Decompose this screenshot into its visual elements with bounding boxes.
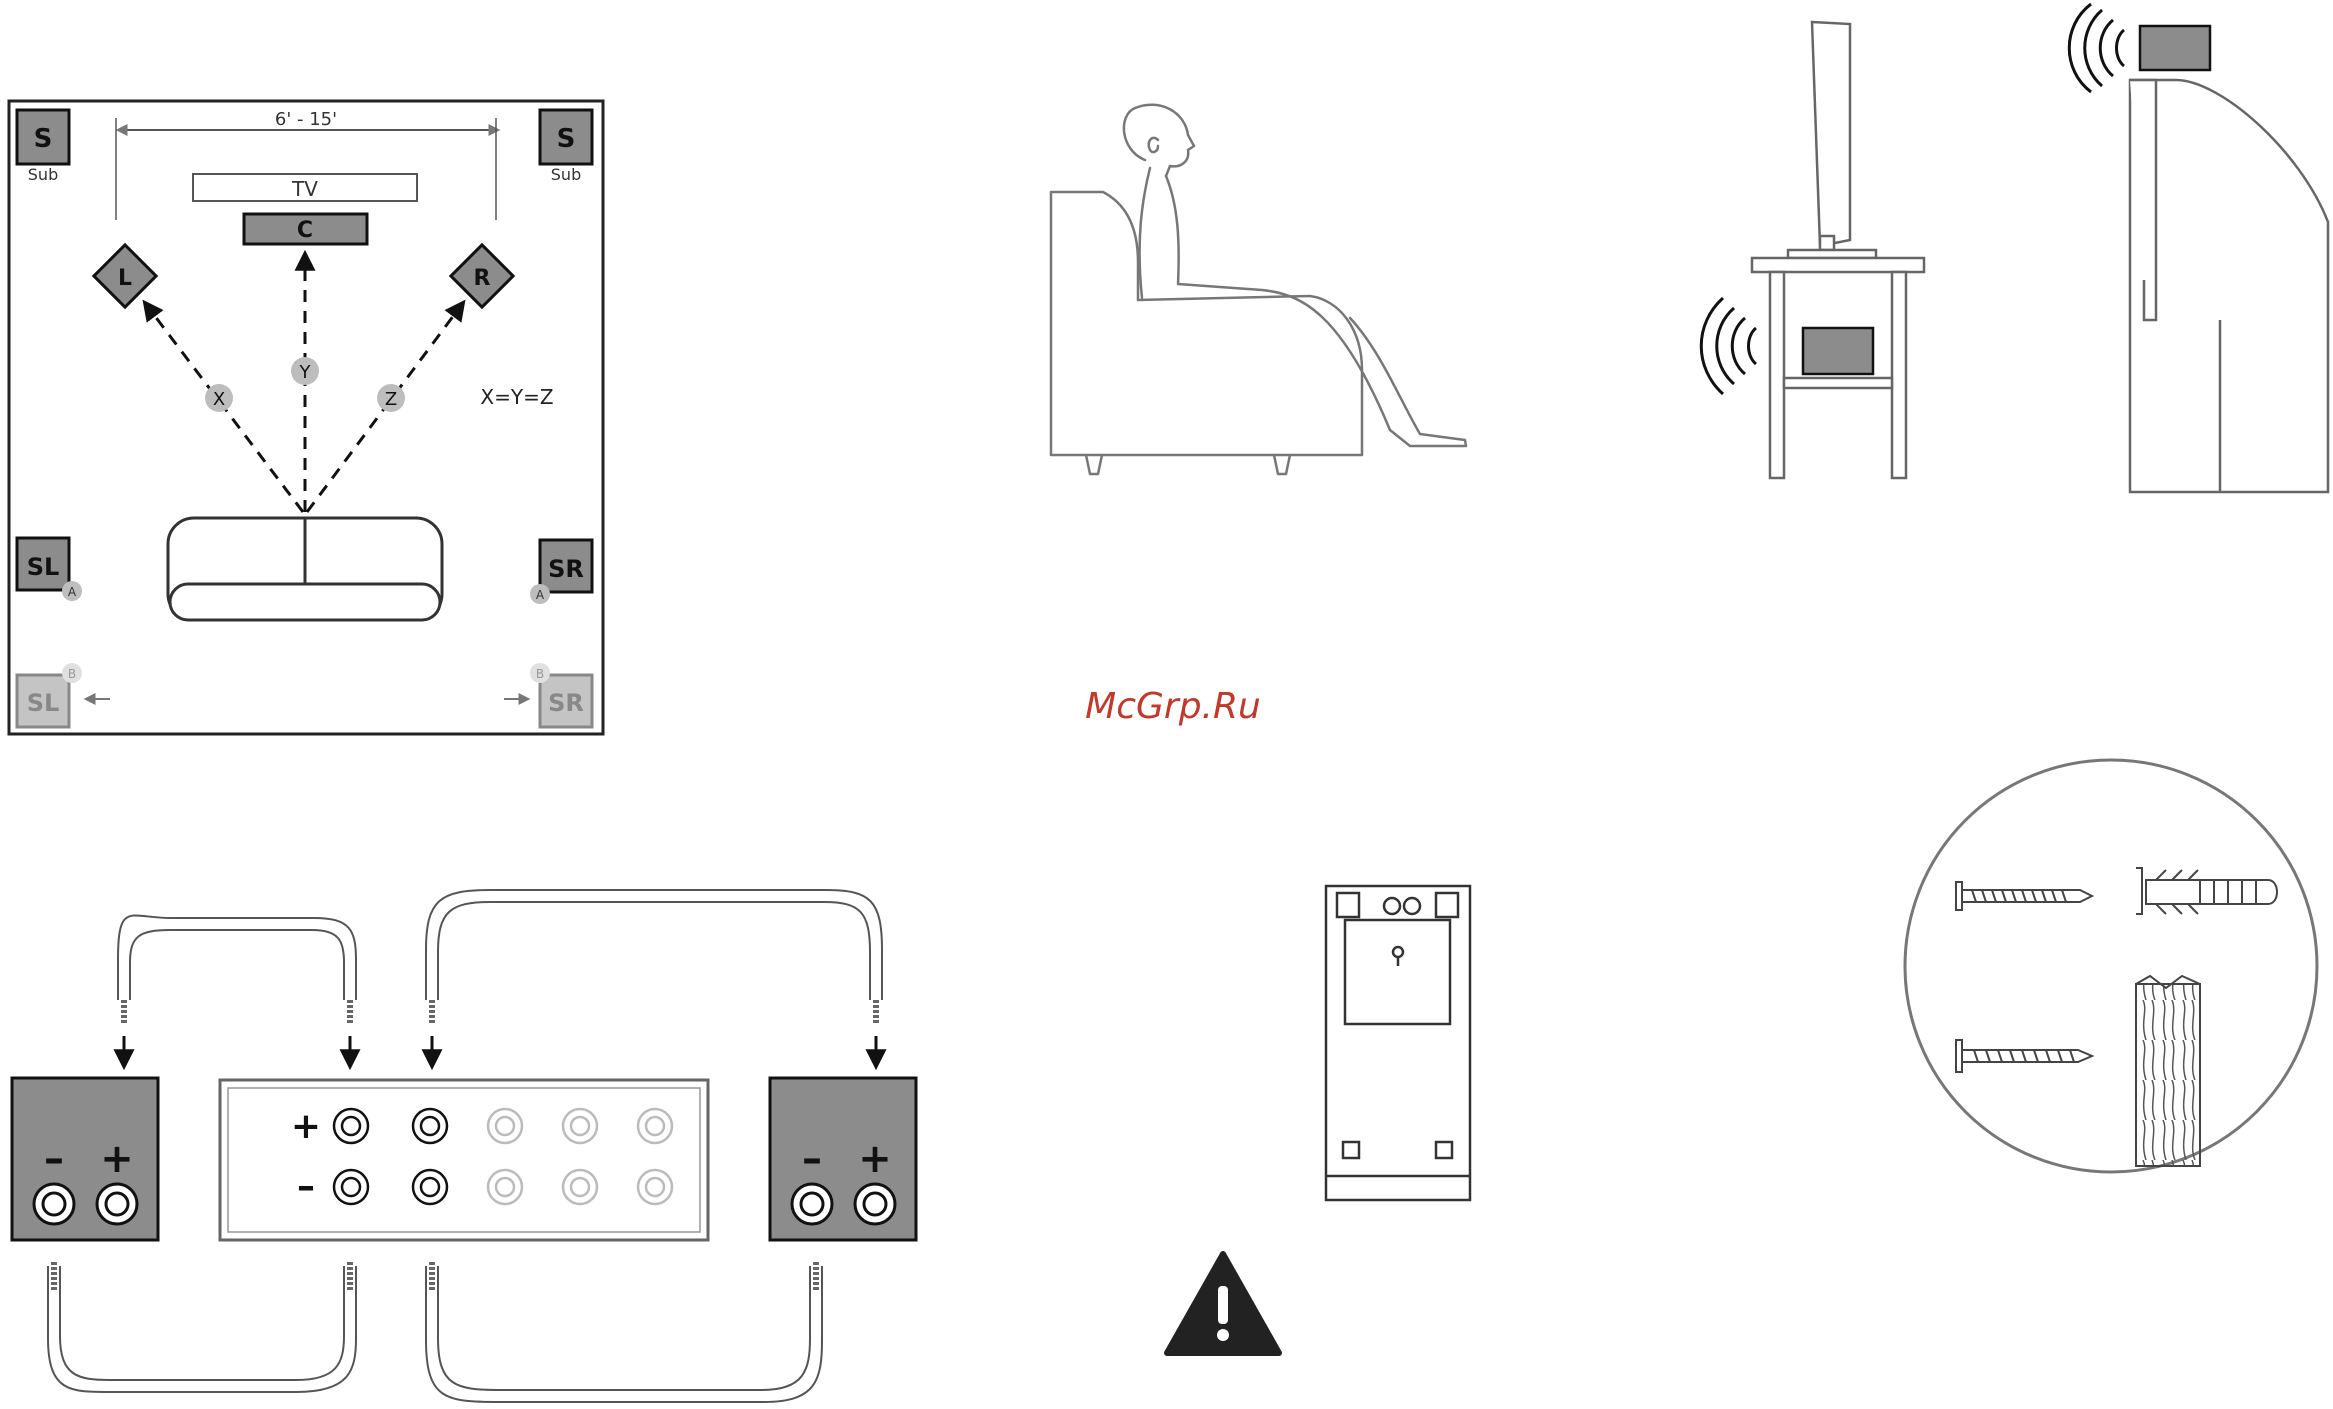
speaker-left-terminal-plus <box>97 1184 137 1224</box>
speaker-right-terminal-plus <box>855 1184 895 1224</box>
crt-tv-illustration <box>2130 26 2328 492</box>
crt-tv-body <box>2130 80 2328 492</box>
center-speaker-label: C <box>297 218 313 243</box>
receiver-terminal-4-minus <box>563 1170 597 1204</box>
receiver-terminal-1-minus <box>334 1170 368 1204</box>
bracket-corner-left <box>1337 893 1359 917</box>
chair-leg-left <box>1086 455 1102 474</box>
armchair <box>1051 192 1362 455</box>
position-a-right-label: A <box>536 588 545 602</box>
bracket-terminal-left <box>1384 898 1400 914</box>
subwoofer-left-caption: Sub <box>28 165 58 184</box>
receiver-terminal-5-minus <box>638 1170 672 1204</box>
wire-top-1-inner <box>130 930 344 1000</box>
speaker-left-plus: + <box>100 1136 134 1182</box>
bracket-plate <box>1345 920 1450 1024</box>
receiver-plus-sign: + <box>291 1106 321 1147</box>
speaker-right-minus: – <box>802 1136 822 1182</box>
wire-top-1-outer <box>118 915 356 1000</box>
marker-y-label: Y <box>299 362 312 383</box>
sound-waves-top-icon <box>2069 4 2124 92</box>
stand-top <box>1752 258 1924 272</box>
speaker-left-terminals <box>12 1078 158 1240</box>
speaker-right-terminals <box>770 1078 916 1240</box>
wire-bottom-1-inner <box>60 1266 344 1380</box>
position-b-right-label: B <box>536 667 544 681</box>
subwoofer-right-caption: Sub <box>551 165 581 184</box>
subwoofer-left-letter: S <box>34 124 53 154</box>
receiver-terminal-2-plus <box>413 1109 447 1143</box>
watermark-text: McGrp.Ru <box>1085 686 1261 727</box>
bracket-slot-right <box>1436 1142 1452 1158</box>
stand-leg-right <box>1892 272 1906 478</box>
right-speaker-label: R <box>474 266 491 291</box>
tv-label: TV <box>291 177 318 201</box>
flat-tv <box>1812 22 1850 246</box>
hardware-circle <box>1905 760 2317 1172</box>
bracket-slot-left <box>1343 1142 1359 1158</box>
receiver-minus-sign: – <box>297 1166 315 1207</box>
wiring-diagram: – + – + + – <box>12 890 916 1402</box>
surround-right-b-label: SR <box>548 689 584 717</box>
wire-bottom-2-inner <box>438 1266 810 1390</box>
equation-label: X=Y=Z <box>480 385 553 409</box>
bracket-keyhole <box>1393 947 1403 957</box>
surround-left-a-label: SL <box>27 553 60 581</box>
left-speaker-label: L <box>118 266 132 291</box>
tv-stand-illustration <box>1752 22 1924 478</box>
surround-left-b-label: SL <box>27 689 60 717</box>
wire-top-2-outer <box>426 890 882 1000</box>
speaker-left-terminal-minus <box>34 1184 74 1224</box>
receiver-terminal-3-plus <box>488 1109 522 1143</box>
receiver-terminal-3-minus <box>488 1170 522 1204</box>
wall-bracket-illustration <box>1326 886 1470 1200</box>
subwoofer-on-shelf <box>1803 328 1873 374</box>
wire-bottom-1-outer <box>48 1266 356 1392</box>
speaker-left-minus: – <box>44 1136 64 1182</box>
speaker-right-plus: + <box>858 1136 892 1182</box>
warning-icon <box>1167 1254 1279 1353</box>
seated-listener-illustration <box>1051 105 1466 474</box>
bracket-corner-right <box>1436 893 1458 917</box>
sofa <box>168 518 442 620</box>
speaker-layout-diagram: 6' - 15' S Sub S Sub TV C L R <box>9 101 603 734</box>
position-a-left-label: A <box>68 585 77 599</box>
wire-bottom-2-outer <box>426 1266 822 1402</box>
marker-x-label: X <box>213 389 225 410</box>
wire-top-2-inner <box>438 902 870 1000</box>
stand-leg-left <box>1770 272 1784 478</box>
position-b-left-label: B <box>68 667 76 681</box>
person-ear <box>1149 138 1158 152</box>
chair-leg-right <box>1274 455 1290 474</box>
receiver-terminal-2-minus <box>413 1170 447 1204</box>
bracket-terminal-right <box>1404 898 1420 914</box>
mounting-hardware-illustration <box>1905 760 2317 1172</box>
receiver-terminal-5-plus <box>638 1109 672 1143</box>
sound-waves-shelf-icon <box>1701 298 1756 394</box>
speaker-on-tv <box>2140 26 2210 70</box>
speaker-right-terminal-minus <box>792 1184 832 1224</box>
surround-right-a-label: SR <box>548 555 584 583</box>
receiver-terminal-4-plus <box>563 1109 597 1143</box>
subwoofer-right-letter: S <box>557 124 576 154</box>
receiver-terminal-1-plus <box>334 1109 368 1143</box>
stand-shelf <box>1784 378 1892 388</box>
receiver-panel <box>220 1080 708 1240</box>
wood-panel-icon <box>2136 976 2200 1166</box>
person-back <box>1140 168 1150 298</box>
tv-neck <box>1820 236 1834 250</box>
marker-z-label: Z <box>385 389 397 410</box>
distance-label: 6' - 15' <box>275 109 337 130</box>
